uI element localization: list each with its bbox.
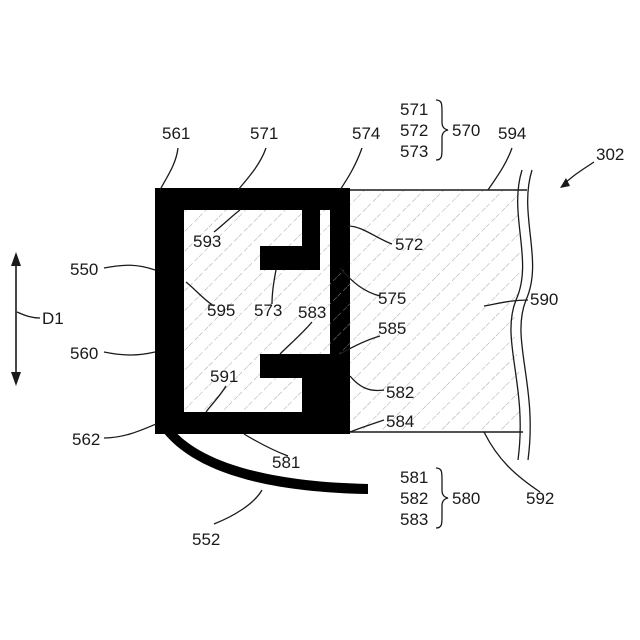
label-592: 592 <box>526 489 554 508</box>
leader-561 <box>160 148 178 190</box>
break-line-right <box>521 170 533 460</box>
label-593: 593 <box>193 232 221 251</box>
label-571: 571 <box>250 124 278 143</box>
leader-592 <box>484 432 540 492</box>
label-552: 552 <box>192 530 220 549</box>
leader-560 <box>104 352 155 355</box>
label-590: 590 <box>530 290 558 309</box>
curved-lip <box>160 428 368 494</box>
label-573: 573 <box>254 301 282 320</box>
label-591: 591 <box>210 367 238 386</box>
leader-594 <box>488 148 512 190</box>
brace-580 <box>436 468 448 528</box>
group-580-item-2: 582 <box>400 489 428 508</box>
label-561: 561 <box>162 124 190 143</box>
label-584: 584 <box>386 412 414 431</box>
label-550: 550 <box>70 260 98 279</box>
group-570-label: 570 <box>452 121 480 140</box>
label-560: 560 <box>70 344 98 363</box>
label-575: 575 <box>378 289 406 308</box>
hatched-body <box>330 190 540 432</box>
leader-550 <box>104 265 155 270</box>
label-d1: D1 <box>42 309 64 328</box>
group-570-item-3: 573 <box>400 142 428 161</box>
group-570-item-1: 571 <box>400 100 428 119</box>
label-574: 574 <box>352 124 380 143</box>
group-580-item-3: 583 <box>400 510 428 529</box>
label-562: 562 <box>72 430 100 449</box>
label-585: 585 <box>378 319 406 338</box>
label-595: 595 <box>207 301 235 320</box>
label-572: 572 <box>395 235 423 254</box>
label-594: 594 <box>498 124 526 143</box>
brace-570 <box>436 100 448 160</box>
group-580-label: 580 <box>452 489 480 508</box>
leader-562 <box>104 424 156 438</box>
label-302: 302 <box>596 145 624 164</box>
label-581: 581 <box>272 453 300 472</box>
group-580-item-1: 581 <box>400 468 428 487</box>
group-570-item-2: 572 <box>400 121 428 140</box>
leader-552 <box>214 490 262 524</box>
label-582: 582 <box>386 383 414 402</box>
direction-arrow <box>11 252 40 386</box>
leader-574 <box>340 148 362 190</box>
leader-571 <box>238 148 266 190</box>
label-583: 583 <box>298 303 326 322</box>
